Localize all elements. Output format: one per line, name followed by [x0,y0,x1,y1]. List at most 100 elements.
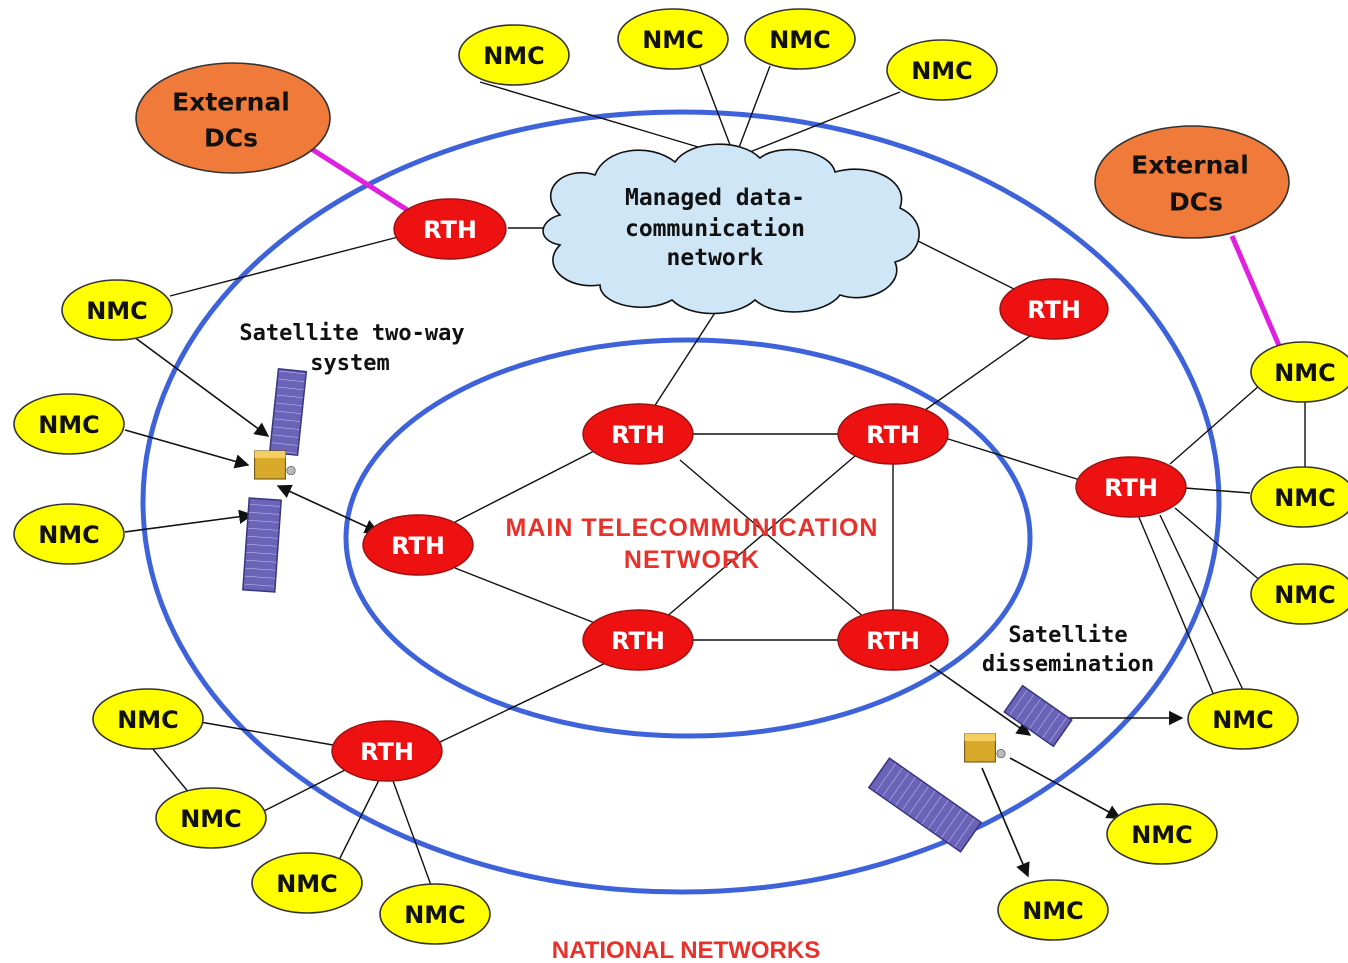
link [1137,514,1219,706]
nmc-node: NMC [92,688,204,750]
link [439,659,613,743]
svg-text:RTH: RTH [423,216,477,244]
link [454,567,601,626]
svg-text:NMC: NMC [1022,897,1084,925]
svg-text:NMC: NMC [642,26,704,54]
link [199,721,334,746]
satellite-two-way-label-line2: system [310,351,389,376]
svg-text:NMC: NMC [38,411,100,439]
bidirectional-link [276,484,380,534]
link [169,235,403,297]
link [1174,507,1263,583]
satellite-two-way-label-line1: Satellite two-way [239,321,464,346]
nmc-node: NMC [744,8,856,70]
nmc-node: NMC [1250,563,1348,625]
external-dc-link-left [308,145,414,216]
nmc-node: NMC [61,279,173,341]
arrow-link [124,509,254,533]
external-dc-label: DCs [1169,188,1223,217]
arrow-link [124,429,250,469]
link [944,437,1081,481]
national-networks-ring [140,109,1222,895]
external-dc-link-right [1229,235,1283,349]
network-links [151,65,1306,889]
link [664,455,856,619]
svg-text:NMC: NMC [276,870,338,898]
rth-node-right-outer: RTH [999,278,1109,340]
nmc-node: NMC [1250,466,1348,528]
nmc-nodes: NMC NMC NMC NMC NMC NMC NMC NMC NMC NMC … [13,8,1348,945]
nmc-node: NMC [1106,803,1218,865]
svg-text:NMC: NMC [1131,821,1193,849]
satellite-dissemination-icon [867,684,1073,853]
nmc-node: NMC [251,852,363,914]
satellite-dissemination-label-line1: Satellite [1008,623,1127,648]
nmc-node: NMC [155,787,267,849]
svg-text:RTH: RTH [360,738,414,766]
external-dc-label: External [172,88,290,117]
nmc-node: NMC [1250,341,1348,403]
nmc-node: NMC [379,883,491,945]
cloud-label-line3: network [667,245,764,271]
svg-text:RTH: RTH [866,627,920,655]
main-network-title-line2: NETWORK [624,546,760,574]
svg-text:RTH: RTH [866,421,920,449]
external-dc-label: External [1131,151,1249,180]
svg-text:NMC: NMC [1212,706,1274,734]
national-networks-caption: NATIONAL NETWORKS [552,937,820,963]
link [1169,384,1261,465]
svg-text:NMC: NMC [117,706,179,734]
nmc-node: NMC [617,8,729,70]
svg-text:NMC: NMC [86,297,148,325]
rth-node-inner-left: RTH [362,514,474,576]
svg-text:NMC: NMC [404,901,466,929]
nmc-node: NMC [886,39,998,101]
arrow-link [981,767,1030,878]
svg-text:RTH: RTH [391,532,445,560]
arrow-link [1009,757,1122,819]
rth-node-inner-bottom-left: RTH [582,609,694,671]
link [261,769,346,813]
arrow-link [129,333,270,437]
rth-node-inner-top-right: RTH [837,403,949,465]
nmc-node: NMC [1187,688,1299,750]
main-network-title-line1: MAIN TELECOMMUNICATION [506,514,879,542]
main-telecom-ring [343,337,1033,739]
satellite-links [124,333,1184,878]
link [337,777,381,863]
link [917,335,1031,416]
rth-node-left-outer: RTH [393,198,507,260]
rth-nodes: RTH RTH RTH RTH RTH RTH RTH RTH RTH [331,198,1187,782]
satellite-dissemination-label-line2: dissemination [982,652,1154,677]
link [734,65,771,159]
svg-text:NMC: NMC [483,42,545,70]
svg-text:RTH: RTH [1027,296,1081,324]
svg-text:NMC: NMC [911,57,973,85]
cloud-label-line2: communication [625,216,805,242]
link [899,231,1021,293]
link [699,65,736,159]
svg-text:RTH: RTH [1104,474,1158,502]
svg-text:NMC: NMC [769,26,831,54]
managed-network-cloud: Managed data- communication network [542,143,920,315]
svg-text:NMC: NMC [1274,484,1336,512]
external-dc-label: DCs [204,124,258,153]
link [1159,514,1244,691]
arrow-link [929,664,1032,736]
rth-node-inner-bottom-right: RTH [837,609,949,671]
link [479,81,736,159]
external-dcs-left: External DCs [135,62,331,174]
rth-node-bottom-left: RTH [331,720,443,782]
link [1184,487,1251,494]
satellite-two-way-icon [242,367,308,593]
svg-text:RTH: RTH [611,627,665,655]
svg-text:NMC: NMC [1274,359,1336,387]
rth-node-inner-top-left: RTH [582,403,694,465]
link [651,304,721,411]
nmc-node: NMC [997,879,1109,941]
nmc-node: NMC [13,503,125,565]
svg-text:NMC: NMC [38,521,100,549]
link [454,447,601,523]
cloud-label-line1: Managed data- [625,185,805,211]
